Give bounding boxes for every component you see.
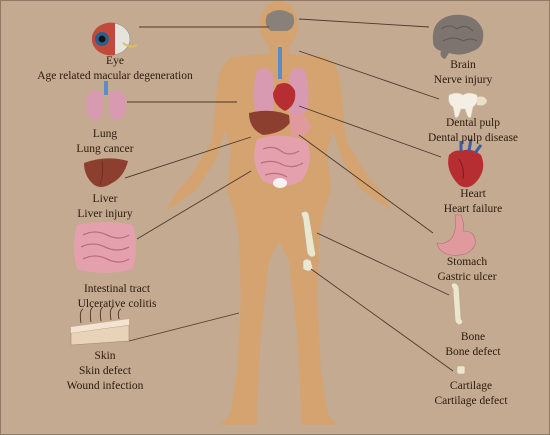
liver-icon: [84, 158, 128, 187]
intestine-icon: [74, 222, 136, 273]
body-lung-right: [289, 67, 309, 116]
organ-name-dental: Dental pulp: [446, 117, 500, 129]
lung-icon: [85, 81, 127, 121]
condition-cartilage: Cartilage defect: [434, 395, 508, 407]
organ-name-brain: Brain: [450, 59, 476, 71]
label-cartilage: Cartilage Cartilage defect: [434, 379, 507, 409]
organ-name-bone: Bone: [460, 331, 486, 343]
label-stomach: Stomach Gastric ulcer: [437, 255, 496, 285]
body-lung-left: [253, 67, 273, 116]
organ-name-heart: Heart: [460, 188, 486, 200]
label-eye: Eye Age related macular degeneration: [37, 54, 193, 84]
body-brain: [265, 10, 295, 31]
skin-icon: [70, 306, 130, 346]
label-skin: Skin Skin defect Wound infection: [67, 349, 144, 394]
organ-name-skin: Skin: [94, 350, 116, 362]
label-bone: Bone Bone defect: [445, 330, 500, 360]
condition-heart: Heart failure: [443, 203, 503, 215]
organ-name-stomach: Stomach: [446, 256, 488, 268]
stomach-icon: [436, 214, 476, 256]
body-liver: [249, 110, 293, 135]
connector-lines: [124, 18, 454, 372]
condition-eye: Age related macular degeneration: [37, 70, 193, 82]
label-intestine: Intestinal tract Ulcerative colitis: [78, 282, 157, 312]
organ-name-liver: Liver: [92, 193, 118, 205]
bone-icon: [451, 282, 463, 326]
leg-bones: [300, 211, 316, 272]
condition-bone: Bone defect: [445, 346, 501, 358]
condition-brain: Nerve injury: [433, 74, 493, 86]
body-bladder: [273, 178, 287, 188]
eye-icon: [91, 22, 138, 56]
label-heart: Heart Heart failure: [444, 187, 502, 217]
organ-name-eye: Eye: [106, 55, 124, 67]
body-heart: [273, 83, 296, 111]
condition-liver: Liver injury: [77, 208, 133, 220]
condition-lung: Lung cancer: [76, 143, 134, 155]
torso-organs: [249, 10, 311, 188]
heart-icon: [448, 138, 484, 188]
cartilage-icon: [456, 365, 466, 375]
condition-skin-2: Wound infection: [66, 380, 144, 392]
brain-icon: [432, 14, 484, 59]
label-dental: Dental pulp Dental pulp disease: [428, 116, 518, 146]
condition-skin: Skin defect: [78, 365, 132, 377]
label-brain: Brain Nerve injury: [434, 58, 492, 88]
label-lung: Lung Lung cancer: [76, 127, 133, 157]
organ-name-lung: Lung: [92, 128, 118, 140]
organ-name-intestine: Intestinal tract: [83, 283, 151, 295]
condition-stomach: Gastric ulcer: [437, 271, 497, 283]
body-trachea: [278, 47, 282, 79]
tooth-icon: [448, 92, 487, 118]
condition-dental: Dental pulp disease: [427, 132, 519, 144]
body-stomach: [289, 114, 311, 137]
condition-intestine: Ulcerative colitis: [77, 298, 157, 310]
organ-name-cartilage: Cartilage: [449, 380, 493, 392]
label-liver: Liver Liver injury: [77, 192, 132, 222]
